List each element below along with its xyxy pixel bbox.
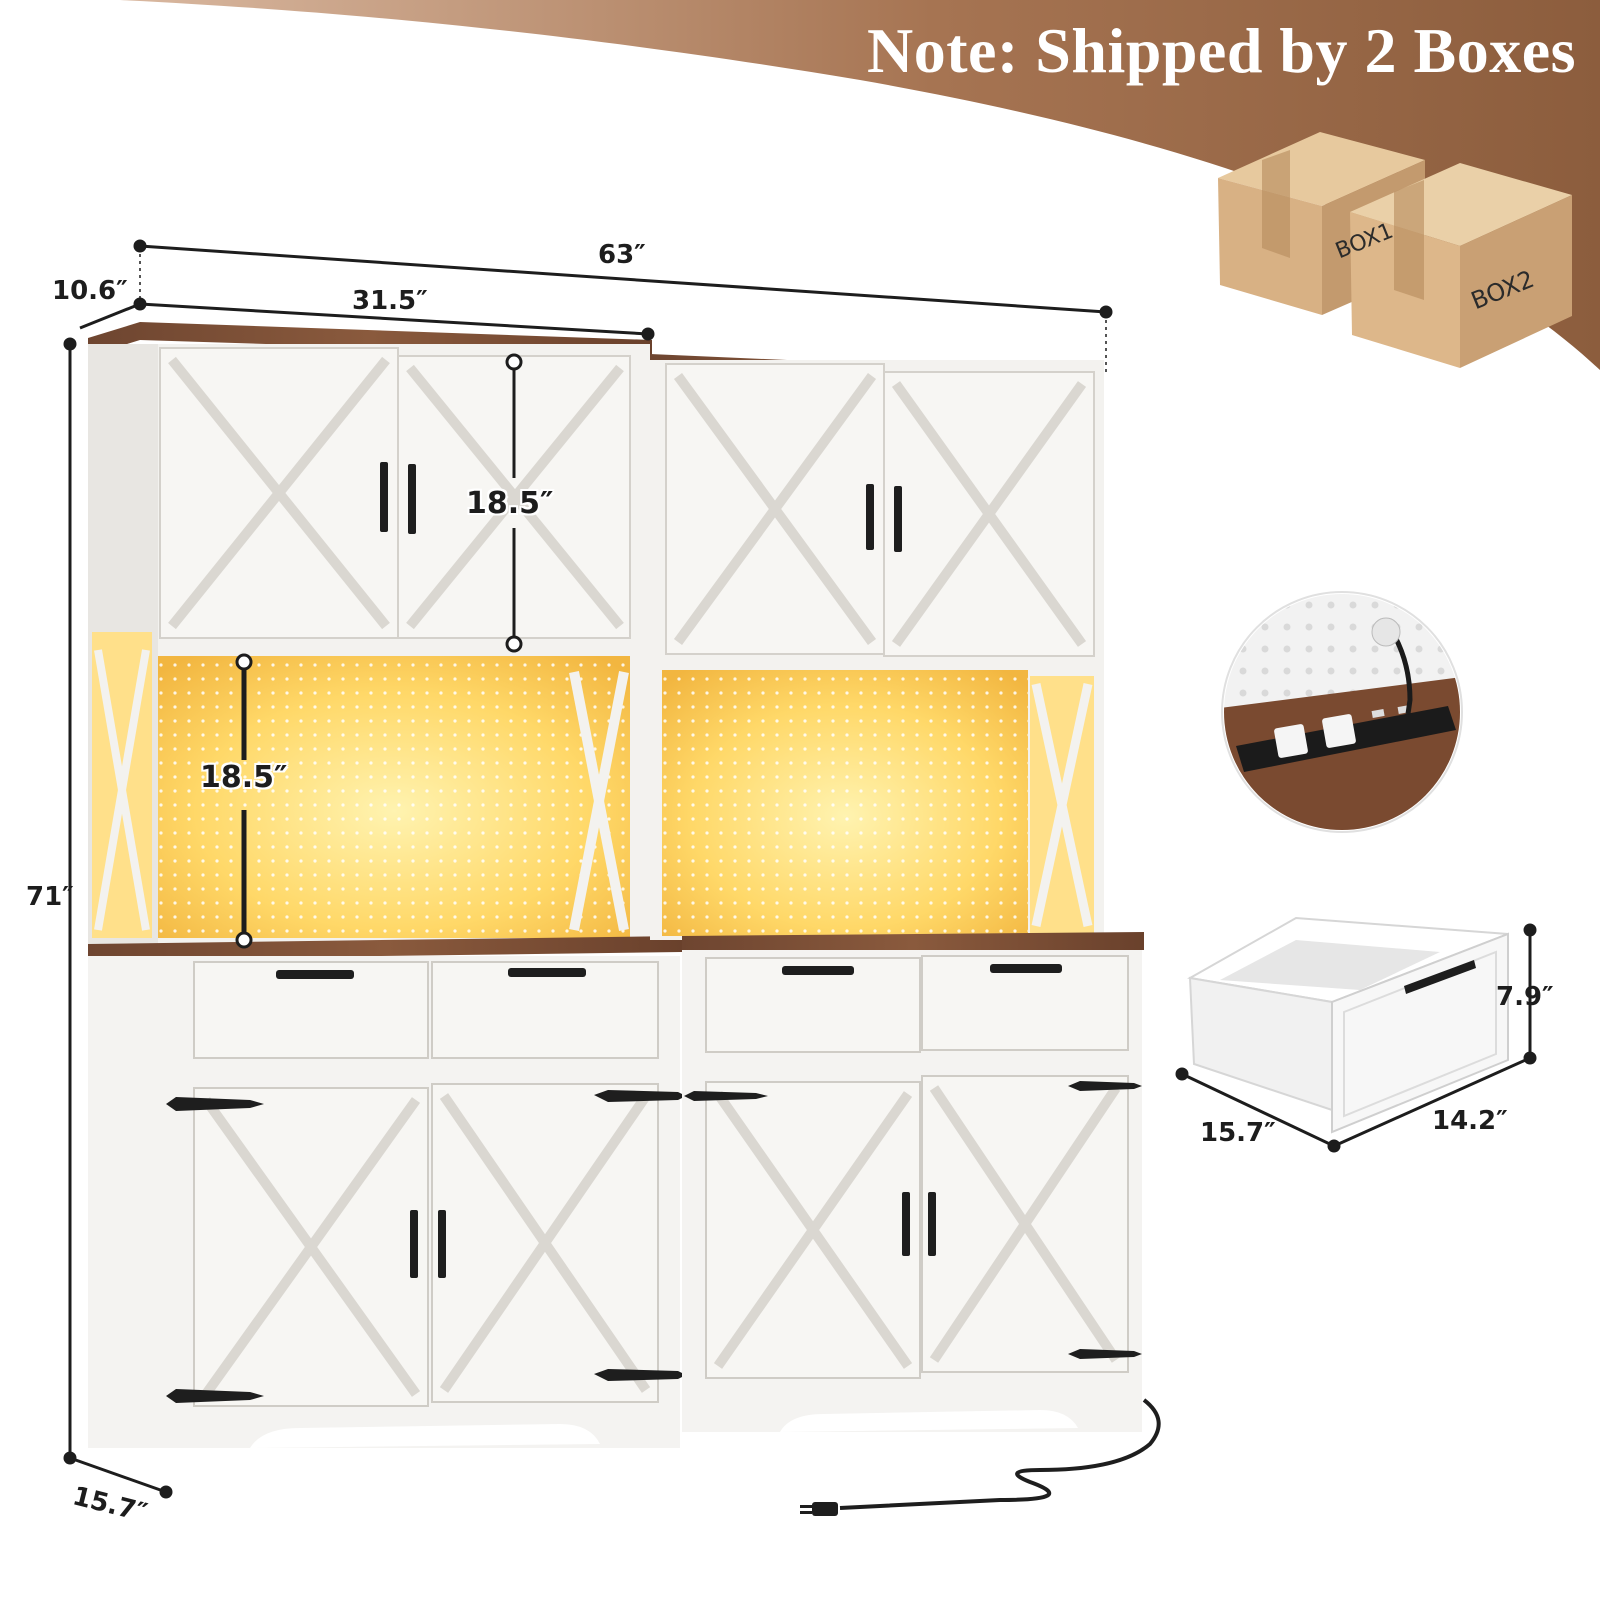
drawer-height-label: 7.9″ — [1496, 982, 1554, 1012]
unit-width-label: 31.5″ — [352, 286, 428, 316]
top-banner — [120, 0, 1600, 370]
drawer-detail — [1175, 916, 1537, 1153]
height-label: 71″ — [26, 882, 74, 912]
drawer-depth-label: 15.7″ — [1200, 1118, 1276, 1148]
total-width-label: 63″ — [598, 240, 646, 270]
open-shelf-height-label: 18.5″ — [200, 760, 288, 795]
hutch-depth-label: 10.6″ — [52, 276, 128, 306]
cabinet-left-unit — [88, 322, 686, 1448]
upper-cabinet-height-label: 18.5″ — [466, 486, 554, 521]
drawer-width-label: 14.2″ — [1432, 1106, 1508, 1136]
dimension-lines — [63, 239, 1113, 1499]
shipping-box-2 — [1350, 163, 1572, 368]
cabinet-right-unit — [650, 354, 1161, 1516]
power-outlet-detail — [1221, 591, 1463, 833]
shipping-note-title: Note: Shipped by 2 Boxes — [867, 15, 1576, 86]
